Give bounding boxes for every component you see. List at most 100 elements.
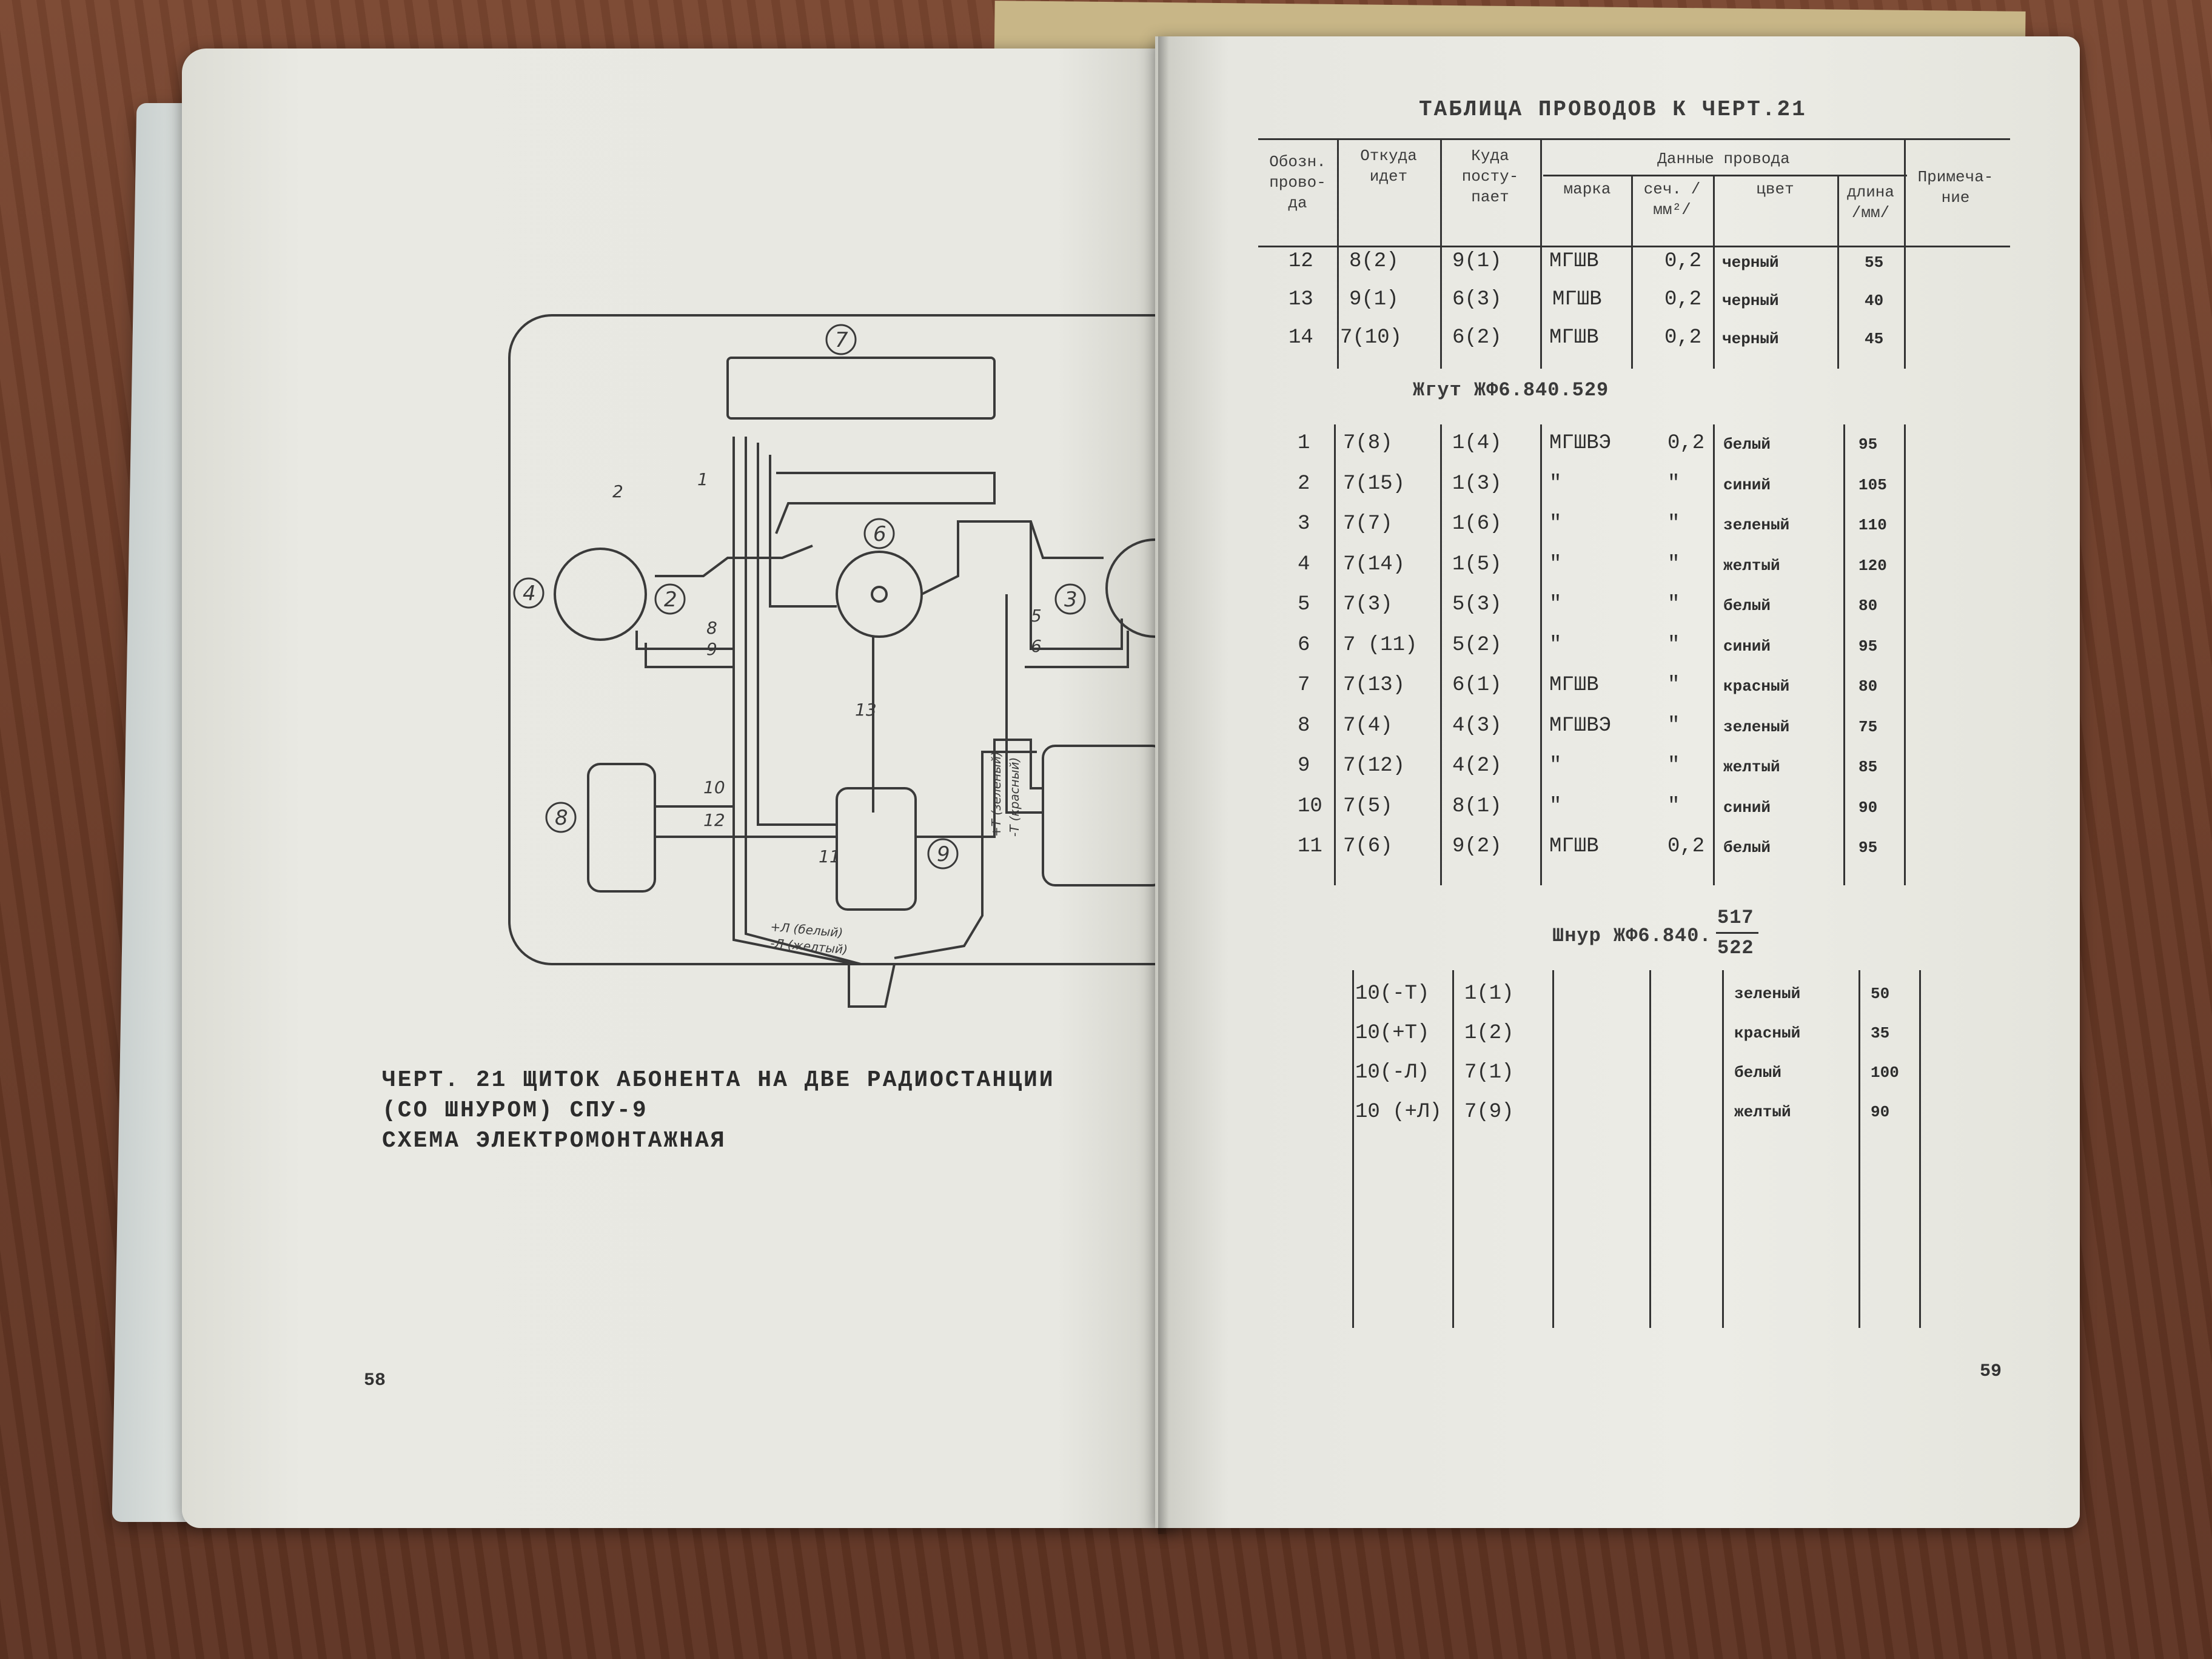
connector-8 [587, 763, 656, 893]
wiring-diagram: 7 6 2 3 4 5 8 9 1 1 2 [497, 303, 1285, 1031]
table-cell: синий [1723, 637, 1771, 655]
col-rule [1631, 175, 1633, 369]
header-section: сеч. /мм²/ [1643, 180, 1701, 219]
table-cell: " [1549, 593, 1562, 616]
table-cell: 9(1) [1349, 288, 1399, 311]
table-cell: 1(4) [1452, 432, 1502, 455]
col-rule [1837, 175, 1839, 369]
page-number-right: 59 [1980, 1361, 2002, 1382]
table-cell: 7(8) [1343, 432, 1393, 455]
table-cell: 7(14) [1343, 552, 1406, 576]
table-cell: " [1549, 794, 1562, 818]
table-cell: 85 [1858, 758, 1878, 776]
table-cell: 3 [1298, 512, 1310, 535]
table-cell: 4(2) [1452, 754, 1502, 777]
col-rule [1334, 424, 1336, 885]
table-cell: красный [1734, 1024, 1801, 1042]
table-cell: 12 [1289, 250, 1313, 273]
table-cell: 1(6) [1452, 512, 1502, 535]
table-cell: 1(1) [1464, 982, 1514, 1005]
table-cell: 0,2 [1664, 250, 1702, 273]
table-cell: 4 [1298, 552, 1310, 576]
table-cell: 10(-Т) [1355, 982, 1430, 1005]
table-cell: 105 [1858, 475, 1887, 494]
table-cell: зеленый [1723, 516, 1790, 534]
table-cell: 7(1) [1464, 1061, 1514, 1084]
wiring-diagram-svg: 7 6 2 3 4 5 8 9 1 1 2 [508, 314, 1269, 1008]
table-cell: МГШВ [1549, 674, 1599, 697]
table-cell: 80 [1858, 597, 1878, 615]
table-cell: " [1549, 552, 1562, 576]
table-cell: " [1667, 754, 1680, 777]
col-rule [1352, 970, 1354, 1328]
table-cell: 35 [1871, 1024, 1890, 1042]
col-rule [1540, 424, 1542, 885]
callout-2: 2 [664, 588, 677, 612]
table-cell: 90 [1871, 1103, 1890, 1121]
table-cell: 0,2 [1664, 288, 1702, 311]
col-rule [1843, 424, 1845, 885]
table-cell: 10 (+Л) [1355, 1101, 1442, 1124]
table-cell: 0,2 [1667, 432, 1705, 455]
table-cell: МГШВЭ [1549, 432, 1612, 455]
table-cell: 7(6) [1343, 835, 1393, 858]
cord-label-minus-t: -Т (красный) [1007, 757, 1022, 837]
table-cell: 10(+Т) [1355, 1022, 1430, 1045]
table-cell: желтый [1723, 758, 1780, 776]
header-brand: марка [1563, 180, 1611, 198]
callout-7: 7 [835, 328, 848, 352]
table-cell: 95 [1858, 637, 1878, 655]
wire-number-9: 9 [706, 639, 717, 659]
wire-number-12: 12 [703, 810, 725, 830]
callout-3: 3 [1064, 588, 1078, 612]
table-cell: 75 [1858, 717, 1878, 736]
left-page: 7 6 2 3 4 5 8 9 1 1 2 [182, 49, 1269, 1528]
header-length: длина /мм/ [1846, 183, 1894, 222]
table-cell: " [1667, 633, 1680, 657]
table-cell: белый [1723, 435, 1771, 454]
header-notes: Примеча- ние [1917, 168, 1994, 207]
table-cell: 8 [1298, 714, 1310, 737]
cord-fraction-bar [1716, 932, 1758, 934]
caption-line-3: СХЕМА ЭЛЕКТРОМОНТАЖНАЯ [382, 1128, 726, 1154]
table-cell: 55 [1865, 253, 1884, 272]
table-cell: " [1549, 754, 1562, 777]
wire-data-subrule [1543, 175, 1907, 176]
table-cell: 7(3) [1343, 593, 1393, 616]
table-cell: черный [1722, 292, 1779, 310]
table-cell: " [1667, 714, 1680, 737]
table-cell: 1(3) [1452, 472, 1502, 495]
header-wire-data: Данные провода [1657, 150, 1790, 168]
table-cell: 5(3) [1452, 593, 1502, 616]
table-cell: белый [1723, 839, 1771, 857]
col-rule [1337, 138, 1339, 369]
header-color: цвет [1756, 180, 1794, 198]
table-cell: 7 [1298, 674, 1310, 697]
table-cell: синий [1723, 798, 1771, 817]
table-cell: 7(13) [1343, 674, 1406, 697]
table-cell: 100 [1871, 1064, 1899, 1082]
table-cell: 7(4) [1343, 714, 1393, 737]
table-cell: 80 [1858, 677, 1878, 695]
col-rule [1440, 138, 1442, 369]
table-cell: 11 [1298, 835, 1322, 858]
table-cell: 110 [1858, 516, 1887, 534]
connector-1 [1042, 745, 1165, 886]
table-cell: 2 [1298, 472, 1310, 495]
header-bottom-rule [1258, 246, 2010, 247]
page-number-left: 58 [364, 1370, 386, 1391]
book-spine-shadow [1158, 36, 1169, 1534]
col-rule [1552, 970, 1554, 1328]
table-cell: 6(3) [1452, 288, 1502, 311]
table-cell: 5(2) [1452, 633, 1502, 657]
table-cell: МГШВ [1552, 288, 1602, 311]
table-cell: 10 [1298, 794, 1322, 818]
caption-line-2: (СО ШНУРОМ) СПУ-9 [382, 1098, 648, 1124]
wire-number-5: 5 [1031, 606, 1042, 626]
wire-number-13: 13 [855, 700, 877, 720]
col-rule [1722, 970, 1724, 1328]
col-rule [1649, 970, 1651, 1328]
col-rule [1713, 175, 1715, 369]
table-cell: " [1549, 633, 1562, 657]
table-cell: 95 [1858, 839, 1878, 857]
